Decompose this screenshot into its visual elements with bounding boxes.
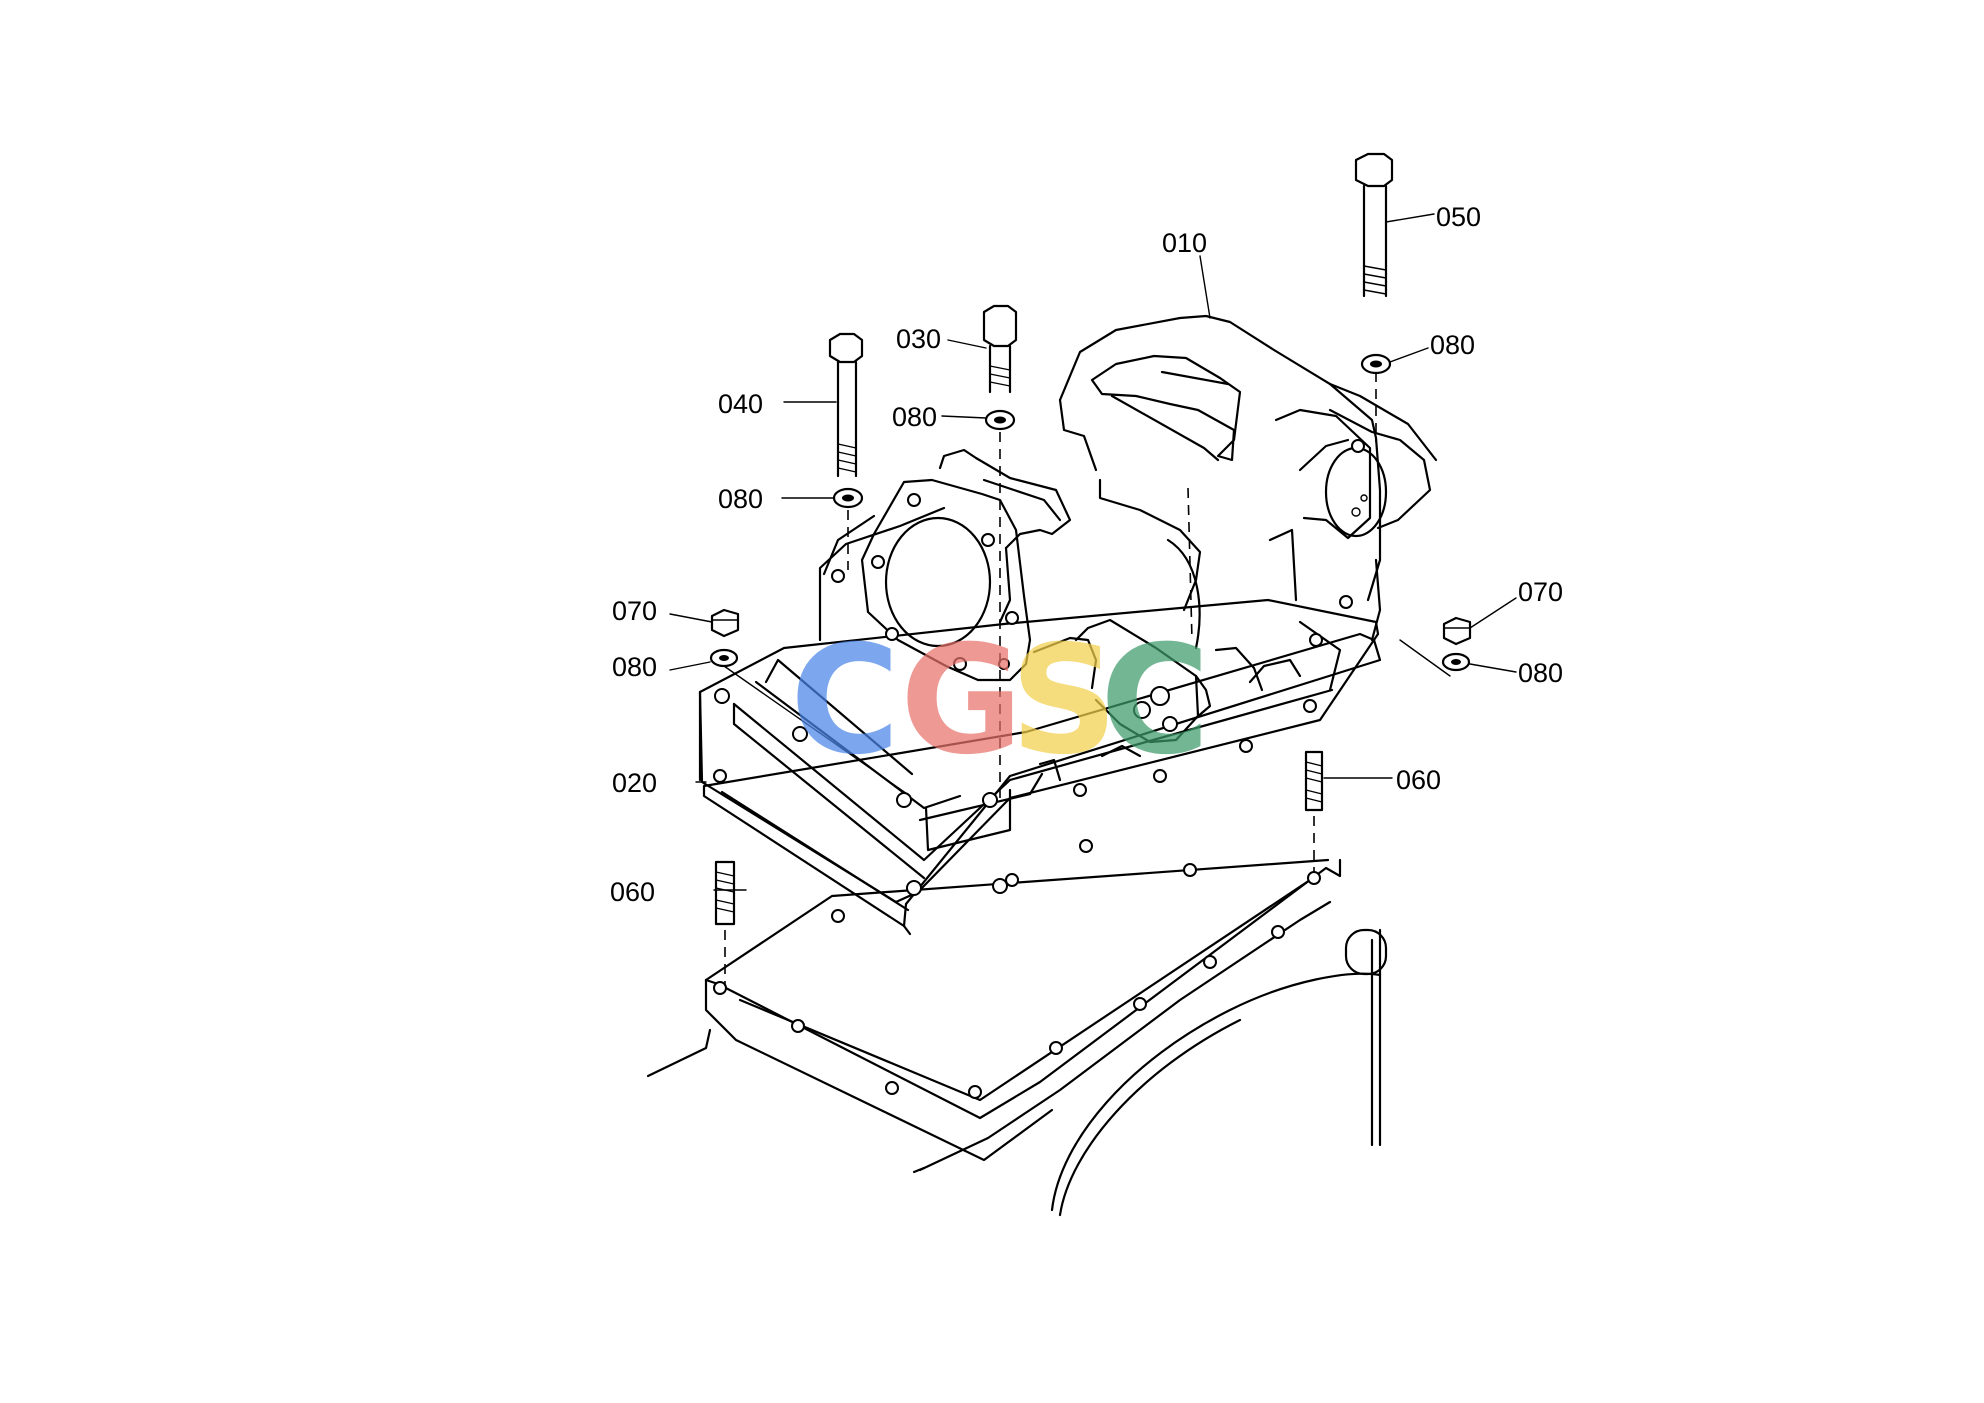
- washer-part-080-e[interactable]: [1441, 652, 1471, 672]
- callout-080-bolt-030: 080: [892, 402, 937, 432]
- lower-housing: [646, 858, 1388, 1217]
- washer-part-080-a[interactable]: [832, 487, 864, 509]
- bolt-part-040[interactable]: [828, 332, 864, 570]
- callout-060-right: 060: [1396, 765, 1441, 795]
- nut-part-070-left[interactable]: [710, 608, 740, 638]
- bolt-part-030[interactable]: [982, 304, 1018, 798]
- watermark-letter-1: C: [790, 614, 900, 788]
- callout-080-bolt-050: 080: [1430, 330, 1475, 360]
- bolt-part-050[interactable]: [1354, 152, 1394, 442]
- stud-part-060-left[interactable]: [714, 860, 736, 986]
- callout-060-left: 060: [610, 877, 655, 907]
- washer-part-080-d[interactable]: [709, 648, 911, 797]
- watermark-letter-4: C: [1100, 614, 1210, 788]
- watermark-logo: C G S C: [790, 614, 1210, 788]
- callout-030: 030: [896, 324, 941, 354]
- callout-080-bolt-040: 080: [718, 484, 763, 514]
- callout-010: 010: [1162, 228, 1207, 258]
- callout-080-right: 080: [1518, 658, 1563, 688]
- callout-020: 020: [612, 768, 657, 798]
- hydraulic-case-part-010[interactable]: [698, 314, 1438, 904]
- leader-lines: [669, 213, 1517, 891]
- housing-bolt-holes: [713, 863, 1321, 1099]
- watermark-letter-3: S: [1010, 614, 1118, 788]
- callout-040: 040: [718, 389, 763, 419]
- washer-part-080-b[interactable]: [984, 409, 1016, 431]
- callout-080-left: 080: [612, 652, 657, 682]
- nut-part-070-right[interactable]: [1399, 616, 1472, 677]
- callout-050: 050: [1436, 202, 1481, 232]
- case-flange-holes: [713, 569, 1353, 896]
- callout-070-left: 070: [612, 596, 657, 626]
- stud-part-060-right[interactable]: [1304, 750, 1324, 872]
- washer-part-080-c[interactable]: [1360, 353, 1392, 375]
- watermark-letter-2: G: [900, 614, 1023, 788]
- callout-labels: 010 020 030 040 050 060 060 070 070 080 …: [610, 202, 1563, 907]
- callout-070-right: 070: [1518, 577, 1563, 607]
